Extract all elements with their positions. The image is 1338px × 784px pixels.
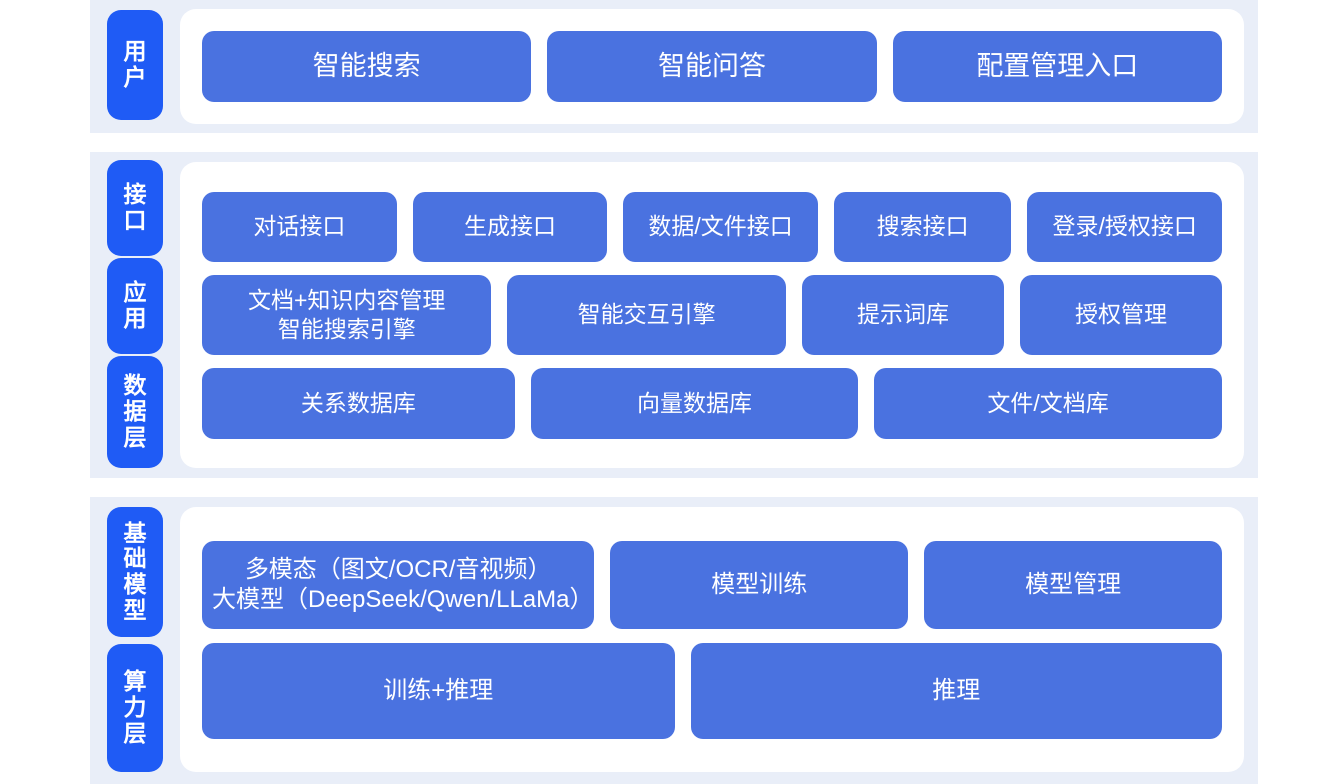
box-multimodal-large-model[interactable]: 多模态（图文/OCR/音视频） 大模型（DeepSeek/Qwen/LLaMa） (202, 540, 595, 629)
layer-label-user-text: 用户 (123, 38, 147, 90)
section-middle: 接口 应用 数据层 对话接口 生成接口 数据/文件接口 搜索接口 登录/授权接口… (90, 152, 1258, 478)
layer-label-compute: 算力层 (107, 644, 163, 772)
card-middle: 对话接口 生成接口 数据/文件接口 搜索接口 登录/授权接口 文档+知识内容管理… (180, 162, 1244, 468)
row-data: 关系数据库 向量数据库 文件/文档库 (202, 367, 1222, 439)
section-user: 用户 智能搜索 智能问答 配置管理入口 (90, 0, 1258, 133)
box-authorization-management[interactable]: 授权管理 (1019, 274, 1223, 355)
box-relational-database[interactable]: 关系数据库 (202, 367, 515, 439)
layer-label-foundation-model-text: 基础模型 (123, 519, 147, 623)
row-foundation-model: 多模态（图文/OCR/音视频） 大模型（DeepSeek/Qwen/LLaMa）… (202, 540, 1222, 629)
box-doc-knowledge-content-management[interactable]: 文档+知识内容管理 智能搜索引擎 (202, 274, 492, 355)
layer-label-interface-text: 接口 (123, 181, 147, 233)
box-login-auth-api[interactable]: 登录/授权接口 (1027, 191, 1222, 262)
box-smart-search[interactable]: 智能搜索 (202, 31, 532, 102)
layer-label-application: 应用 (107, 258, 163, 354)
card-user: 智能搜索 智能问答 配置管理入口 (180, 9, 1244, 124)
box-generation-api[interactable]: 生成接口 (412, 191, 608, 262)
box-inference[interactable]: 推理 (690, 642, 1222, 739)
layer-label-application-text: 应用 (123, 279, 147, 331)
row-compute: 训练+推理 推理 (202, 642, 1222, 739)
box-model-management[interactable]: 模型管理 (924, 540, 1222, 629)
box-smart-qa[interactable]: 智能问答 (547, 31, 877, 102)
row-interface: 对话接口 生成接口 数据/文件接口 搜索接口 登录/授权接口 (202, 191, 1222, 262)
layer-label-user: 用户 (107, 10, 163, 120)
box-training-and-inference[interactable]: 训练+推理 (202, 642, 675, 739)
rail-user: 用户 (90, 0, 180, 133)
box-search-api[interactable]: 搜索接口 (833, 191, 1012, 262)
box-config-management-entry[interactable]: 配置管理入口 (892, 31, 1222, 102)
box-smart-interaction-engine[interactable]: 智能交互引擎 (507, 274, 786, 355)
section-foundation: 基础模型 算力层 多模态（图文/OCR/音视频） 大模型（DeepSeek/Qw… (90, 497, 1258, 784)
layer-label-interface: 接口 (107, 160, 163, 256)
row-application: 文档+知识内容管理 智能搜索引擎 智能交互引擎 提示词库 授权管理 (202, 274, 1223, 355)
row-user-entries: 智能搜索 智能问答 配置管理入口 (202, 31, 1222, 102)
box-data-file-api[interactable]: 数据/文件接口 (623, 191, 818, 262)
layer-label-data: 数据层 (107, 356, 163, 468)
rail-foundation: 基础模型 算力层 (90, 497, 180, 784)
layer-label-data-text: 数据层 (123, 372, 147, 450)
layer-label-compute-text: 算力层 (123, 668, 147, 746)
box-model-training[interactable]: 模型训练 (610, 540, 909, 629)
box-vector-database[interactable]: 向量数据库 (530, 367, 859, 439)
box-file-document-store[interactable]: 文件/文档库 (874, 367, 1222, 439)
rail-middle: 接口 应用 数据层 (90, 152, 180, 478)
layer-label-foundation-model: 基础模型 (107, 507, 163, 637)
box-prompt-library[interactable]: 提示词库 (801, 274, 1004, 355)
card-foundation: 多模态（图文/OCR/音视频） 大模型（DeepSeek/Qwen/LLaMa）… (180, 507, 1244, 772)
box-dialog-api[interactable]: 对话接口 (202, 191, 397, 262)
